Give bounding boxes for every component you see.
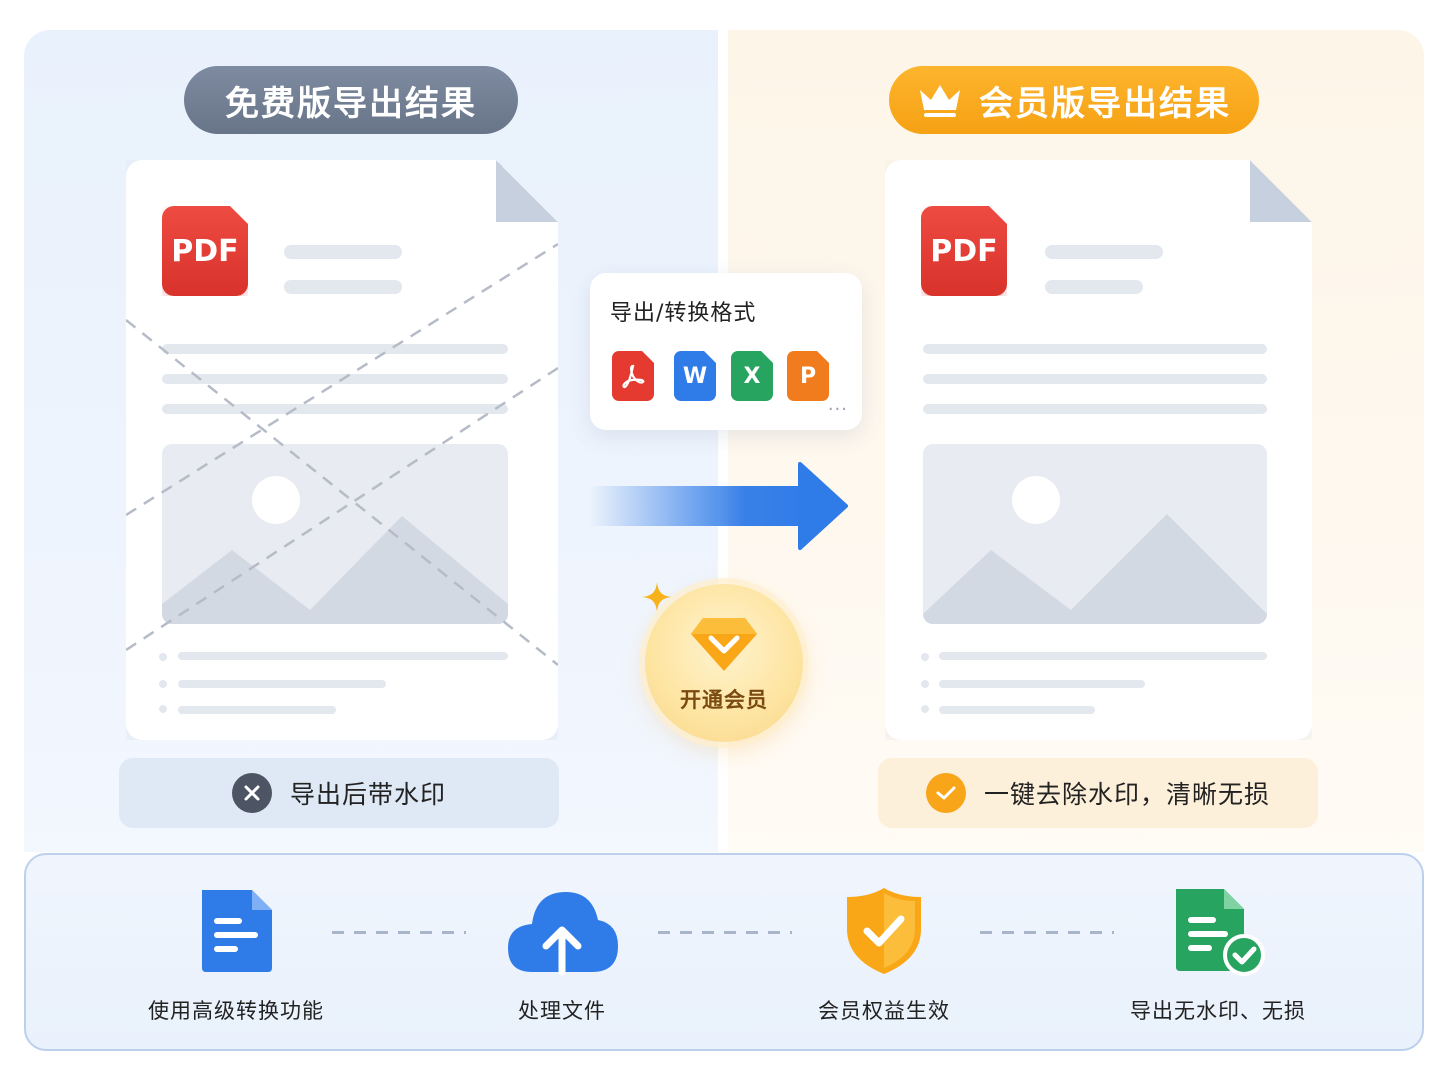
- placeholder-line: [178, 680, 386, 688]
- close-icon: [231, 773, 272, 813]
- page-fold-corner: [496, 160, 558, 222]
- placeholder-line: [939, 652, 1267, 660]
- diamond-icon: [691, 618, 757, 671]
- placeholder-line: [939, 706, 1095, 714]
- page-fold-corner: [1250, 160, 1312, 222]
- check-icon: [925, 773, 966, 813]
- image-placeholder-icon: [162, 444, 508, 624]
- sparkle-icon: [642, 582, 672, 612]
- list-bullet: [159, 705, 167, 713]
- step-export-lossless: 导出无水印、无损: [1098, 885, 1338, 1025]
- document-icon: [116, 885, 356, 977]
- step-connector: [980, 931, 1114, 934]
- placeholder-line: [939, 680, 1145, 688]
- vip-version-title: 会员版导出结果: [889, 66, 1259, 134]
- step-connector: [658, 931, 792, 934]
- arrow-right-icon: [588, 462, 848, 550]
- list-bullet: [159, 680, 167, 688]
- list-bullet: [921, 680, 929, 688]
- vip-document-preview: PDF: [885, 160, 1312, 740]
- ppt-icon[interactable]: P: [787, 351, 829, 401]
- step-process-file: 处理文件: [442, 885, 682, 1025]
- placeholder-line: [162, 404, 508, 414]
- word-icon[interactable]: W: [674, 351, 716, 401]
- vip-status-bar: 一键去除水印，清晰无损: [878, 758, 1318, 828]
- placeholder-line: [162, 344, 508, 354]
- placeholder-line: [284, 280, 402, 294]
- placeholder-line: [1045, 245, 1163, 259]
- list-bullet: [921, 705, 929, 713]
- placeholder-line: [923, 344, 1267, 354]
- placeholder-line: [923, 374, 1267, 384]
- process-steps-bar: 使用高级转换功能 处理文件 会员权益生效: [24, 853, 1424, 1051]
- list-bullet: [921, 653, 929, 661]
- shield-check-icon: [764, 885, 1004, 977]
- free-document-preview: PDF: [126, 160, 558, 740]
- placeholder-line: [923, 404, 1267, 414]
- list-bullet: [159, 653, 167, 661]
- crown-icon: [917, 82, 963, 118]
- open-membership-label: 开通会员: [680, 688, 768, 712]
- cloud-upload-icon: [442, 885, 682, 977]
- acrobat-icon[interactable]: [612, 351, 654, 401]
- free-version-title: 免费版导出结果: [184, 66, 518, 134]
- placeholder-line: [1045, 280, 1143, 294]
- pdf-file-icon: PDF: [921, 206, 1007, 296]
- image-placeholder-icon: [923, 444, 1267, 624]
- step-advanced-conversion: 使用高级转换功能: [116, 885, 356, 1025]
- placeholder-line: [178, 706, 336, 714]
- pdf-file-icon: PDF: [162, 206, 248, 296]
- document-check-icon: [1098, 885, 1338, 977]
- placeholder-line: [178, 652, 508, 660]
- format-card-title: 导出/转换格式: [610, 301, 757, 326]
- excel-icon[interactable]: X: [731, 351, 773, 401]
- placeholder-line: [162, 374, 508, 384]
- placeholder-line: [284, 245, 402, 259]
- step-membership-active: 会员权益生效: [764, 885, 1004, 1025]
- more-formats-icon[interactable]: ···: [827, 399, 848, 420]
- export-format-card[interactable]: 导出/转换格式 W X P ···: [590, 273, 862, 430]
- step-connector: [332, 931, 466, 934]
- open-membership-button[interactable]: 开通会员: [645, 584, 803, 742]
- free-status-bar: 导出后带水印: [119, 758, 559, 828]
